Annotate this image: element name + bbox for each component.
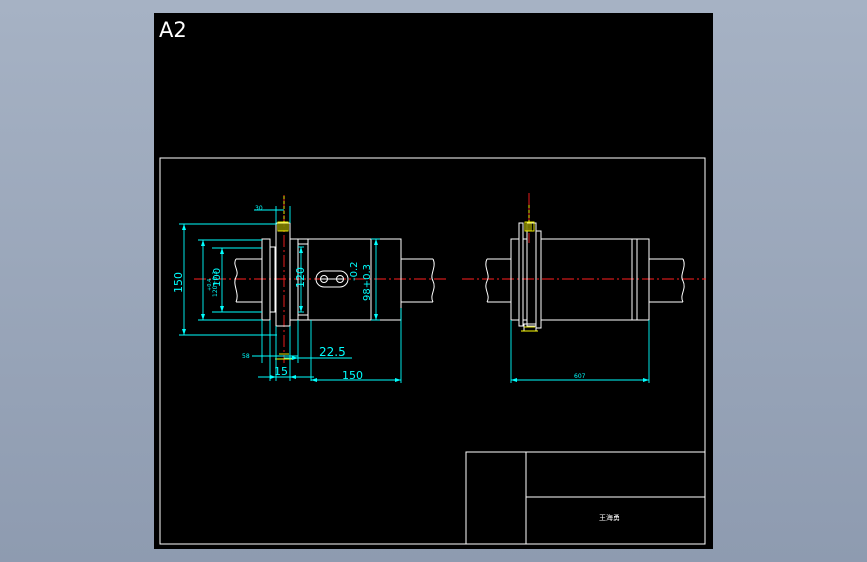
left-view-outline [234, 222, 435, 327]
dim-22-5: 22.5 [319, 345, 346, 359]
title-block-designer: 王海勇 [599, 513, 620, 522]
dim-150-vertical: 150 [172, 272, 185, 293]
right-view-hidden-detail [521, 205, 538, 332]
drawing-frame [159, 157, 706, 545]
title-block: 王海勇 [465, 451, 706, 545]
dim-120-tol: 120+0.3 [212, 271, 219, 297]
right-view-dimensions: 607 [510, 320, 650, 383]
sheet-size-label: A2 [159, 18, 187, 42]
dim-tol-upper: +0.4 [207, 279, 213, 291]
dim-100: 100 [212, 268, 223, 287]
dim-30: 30 [255, 205, 263, 212]
dim-neg-0-2: -0.2 [349, 261, 360, 281]
left-view-dimensions: 30 150 +0.4 120+0.3 100 120 [172, 205, 402, 383]
dim-58: 58 [242, 353, 250, 360]
cad-drawing: A2 王海勇 [159, 18, 706, 545]
dim-607: 607 [574, 373, 586, 380]
dim-150-horizontal: 150 [342, 369, 363, 382]
cad-viewport[interactable]: A2 王海勇 [154, 13, 713, 549]
right-view-outline [485, 222, 685, 332]
dim-98-tol: 98+0.3 [362, 264, 373, 301]
left-view-hidden-detail [275, 196, 293, 360]
dim-120: 120 [294, 267, 307, 288]
dim-15: 15 [274, 365, 288, 378]
